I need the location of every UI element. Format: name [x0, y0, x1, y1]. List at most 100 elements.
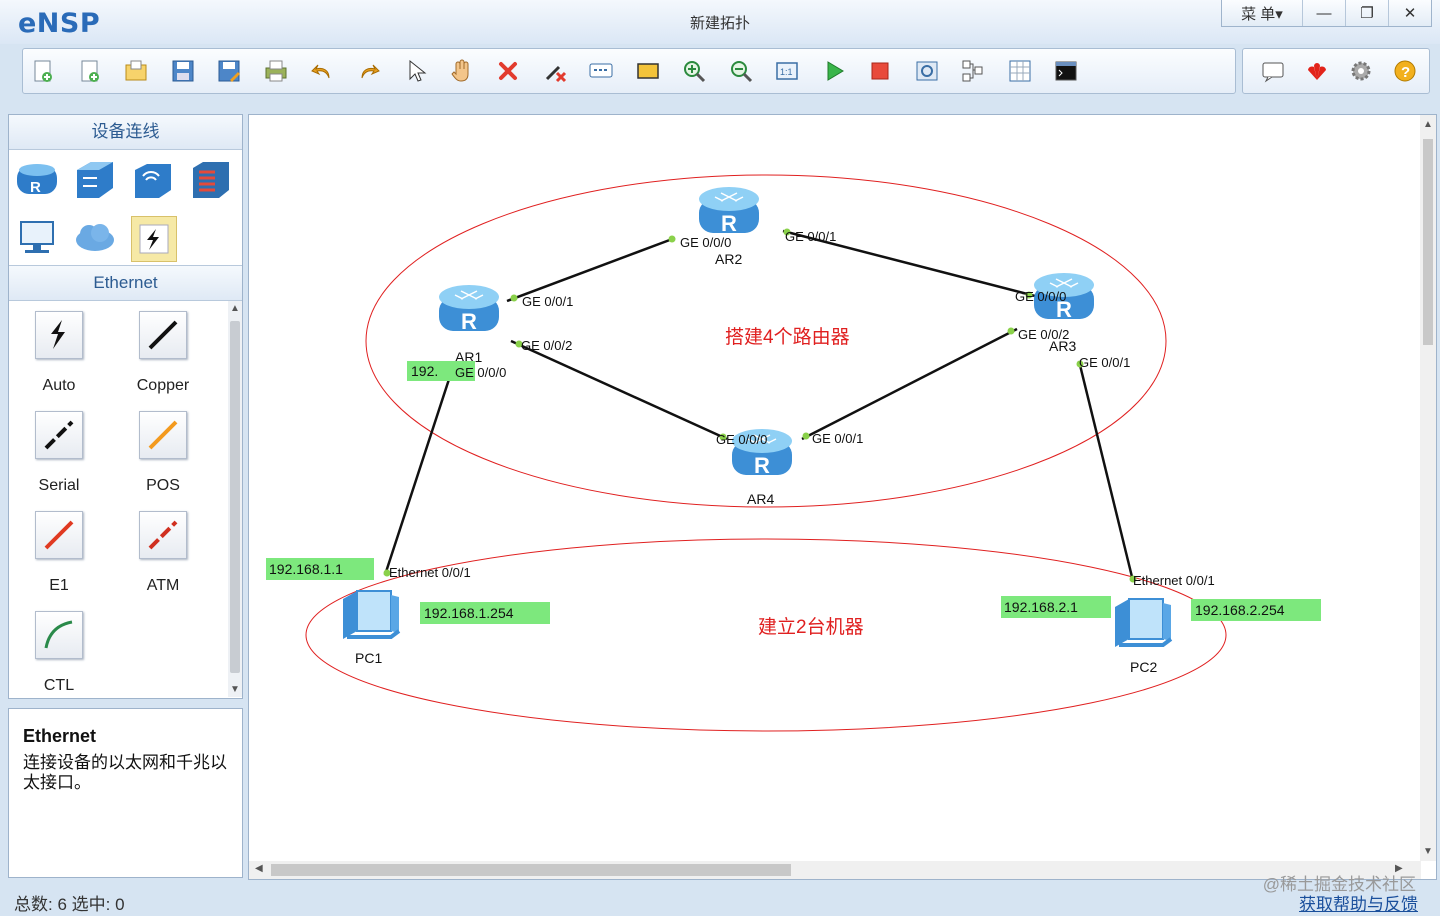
- cloud-icon[interactable]: [73, 216, 117, 260]
- delete-icon[interactable]: [494, 57, 522, 85]
- cable-serial[interactable]: Serial: [9, 411, 109, 495]
- redo-icon[interactable]: [355, 57, 383, 85]
- open-icon[interactable]: [122, 57, 150, 85]
- auto-cable-icon: [35, 311, 83, 359]
- cable-label: Auto: [42, 377, 76, 394]
- scrollbar-thumb[interactable]: [1423, 139, 1433, 345]
- minimize-button[interactable]: —: [1302, 0, 1345, 26]
- cable-atm[interactable]: ATM: [113, 511, 213, 595]
- grid-icon[interactable]: [1006, 57, 1034, 85]
- cable-label: CTL: [43, 677, 75, 694]
- link-ar3-pc2[interactable]: [1077, 360, 1135, 582]
- annotation-routers[interactable]: 搭建4个路由器: [725, 326, 850, 348]
- router-ar1[interactable]: [438, 284, 500, 335]
- window-title: 新建拓扑: [689, 15, 750, 32]
- port-label: GE 0/0/2: [521, 338, 572, 353]
- status-text: 总数: 6 选中: 0: [14, 895, 125, 914]
- start-device-icon[interactable]: [820, 57, 848, 85]
- scroll-up-icon[interactable]: ▲: [230, 303, 240, 314]
- watermark-text: @稀土掘金技术社区: [1262, 875, 1416, 894]
- scrollbar-thumb[interactable]: [271, 864, 791, 876]
- port-label: GE 0/0/1: [812, 431, 863, 446]
- settings-icon[interactable]: [1347, 57, 1375, 85]
- links: [383, 229, 1135, 582]
- huawei-icon[interactable]: [1303, 57, 1331, 85]
- pc-pc2[interactable]: [1113, 597, 1173, 649]
- stop-device-icon[interactable]: [866, 57, 894, 85]
- zoom-out-icon[interactable]: [727, 57, 755, 85]
- pc-icon[interactable]: [15, 216, 59, 260]
- pointer-icon[interactable]: [401, 57, 429, 85]
- delete-link-icon[interactable]: [541, 57, 569, 85]
- scroll-right-icon[interactable]: ▶: [1395, 863, 1403, 874]
- atm-cable-icon: [139, 511, 187, 559]
- topology-drawing[interactable]: R: [249, 115, 1419, 859]
- menu-button[interactable]: 菜 单▾: [1241, 5, 1283, 23]
- device-label: AR4: [747, 491, 774, 507]
- cable-ctl[interactable]: CTL: [9, 611, 109, 695]
- app-logo: eNSP: [18, 8, 101, 39]
- ctl-cable-icon: [35, 611, 83, 659]
- link-ar1-ar4[interactable]: [510, 339, 728, 441]
- router-group-ellipse: [365, 174, 1167, 508]
- connection-icon[interactable]: [131, 216, 177, 262]
- topology-canvas[interactable]: R: [248, 114, 1437, 880]
- scroll-up-icon[interactable]: ▲: [1423, 119, 1433, 130]
- help-icon[interactable]: ?: [1391, 57, 1419, 85]
- undo-icon[interactable]: [308, 57, 336, 85]
- cable-e1[interactable]: E1: [9, 511, 109, 595]
- scroll-left-icon[interactable]: ◀: [255, 863, 263, 874]
- cable-label: ATM: [146, 577, 180, 594]
- description-panel: Ethernet 连接设备的以太网和千兆以太接口。: [8, 708, 243, 878]
- maximize-button[interactable]: ❐: [1345, 0, 1388, 26]
- e1-cable-icon: [35, 511, 83, 559]
- text-note-icon[interactable]: [587, 57, 615, 85]
- device-label: AR2: [715, 251, 742, 267]
- link-ar2-ar3[interactable]: [782, 229, 1040, 299]
- port-dots: [383, 228, 1137, 583]
- scroll-down-icon[interactable]: ▼: [1423, 846, 1433, 857]
- firewall-icon[interactable]: [189, 158, 233, 202]
- cable-list-scrollbar[interactable]: ▲ ▼: [228, 301, 242, 697]
- pan-hand-icon[interactable]: [448, 57, 476, 85]
- forum-icon[interactable]: [1259, 57, 1287, 85]
- annotation-pcs[interactable]: 建立2台机器: [758, 616, 864, 638]
- cable-pos[interactable]: POS: [113, 411, 213, 495]
- zoom-in-icon[interactable]: [680, 57, 708, 85]
- main-toolbar: 1:1: [22, 48, 1236, 94]
- cable-category-title: Ethernet: [9, 265, 242, 301]
- wlan-icon[interactable]: [131, 158, 175, 202]
- save-icon[interactable]: [169, 57, 197, 85]
- canvas-vertical-scrollbar[interactable]: ▲ ▼: [1420, 115, 1436, 861]
- link-ar1-ar2[interactable]: [506, 236, 676, 303]
- pc-pc1[interactable]: [341, 589, 401, 641]
- print-icon[interactable]: [262, 57, 290, 85]
- device-label: PC2: [1130, 659, 1157, 675]
- svg-text:R: R: [30, 179, 41, 196]
- new-example-icon[interactable]: [76, 57, 104, 85]
- switch-icon[interactable]: [73, 158, 117, 202]
- copper-cable-icon: [139, 311, 187, 359]
- command-line-icon[interactable]: [1052, 57, 1080, 85]
- cable-copper[interactable]: Copper: [113, 311, 213, 395]
- port-label: GE 0/0/0: [716, 432, 767, 447]
- new-topology-icon[interactable]: [29, 57, 57, 85]
- scroll-down-icon[interactable]: ▼: [230, 684, 240, 695]
- router-icon[interactable]: R: [15, 158, 59, 202]
- svg-text:?: ?: [1401, 64, 1410, 81]
- fit-view-icon[interactable]: 1:1: [773, 57, 801, 85]
- close-button[interactable]: ✕: [1388, 0, 1431, 26]
- device-panel: 设备连线 R Ethernet Auto Copper Serial POS E…: [8, 114, 243, 699]
- topology-icon[interactable]: [959, 57, 987, 85]
- cable-auto[interactable]: Auto: [9, 311, 109, 395]
- scrollbar-thumb[interactable]: [230, 321, 240, 673]
- capture-icon[interactable]: [913, 57, 941, 85]
- link-ar1-pc1[interactable]: [383, 366, 455, 576]
- cable-list: Auto Copper Serial POS E1 ATM CTL: [9, 301, 227, 697]
- canvas-horizontal-scrollbar[interactable]: ◀ ▶: [249, 861, 1421, 879]
- router-ar2[interactable]: [698, 186, 760, 237]
- rectangle-icon[interactable]: [634, 57, 662, 85]
- save-as-icon[interactable]: [215, 57, 243, 85]
- link-ar4-ar3[interactable]: [801, 327, 1018, 441]
- help-feedback-link[interactable]: 获取帮助与反馈: [1299, 895, 1418, 914]
